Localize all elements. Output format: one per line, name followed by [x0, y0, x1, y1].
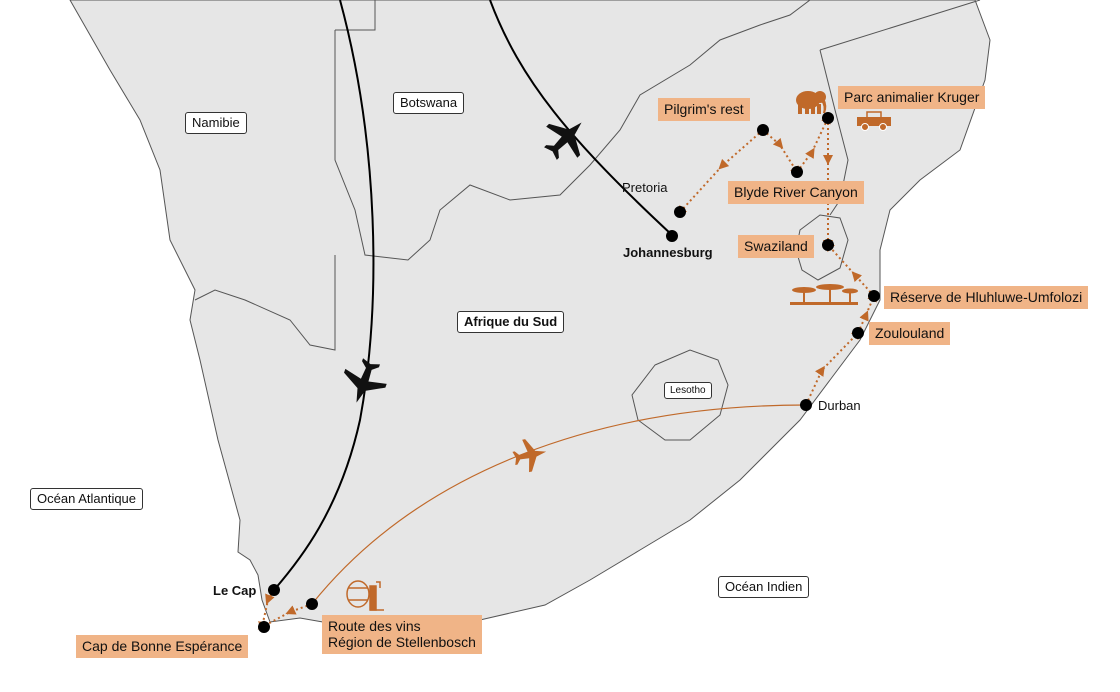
stop-label-hluhluwe: Réserve de Hluhluwe-Umfolozi — [884, 286, 1089, 309]
stop-label-zoulouland: Zoulouland — [869, 322, 951, 345]
airplane-icon — [344, 358, 387, 403]
wine-barrel-icon — [346, 580, 384, 611]
stop-label-route-des-vins-line1: Route des vins — [328, 618, 421, 634]
city-label-johannesburg: Johannesburg — [623, 245, 713, 260]
stop-label-blyde-river: Blyde River Canyon — [728, 181, 864, 204]
safari-jeep-icon — [857, 111, 891, 131]
country-label-lesotho: Lesotho — [664, 382, 712, 399]
airplane-icon — [512, 439, 547, 473]
stop-dots — [258, 112, 880, 633]
city-label-pretoria: Pretoria — [622, 180, 668, 195]
ocean-label-atlantic: Océan Atlantique — [30, 488, 144, 510]
city-label-le-cap: Le Cap — [213, 583, 257, 598]
country-label-south-africa: Afrique du Sud — [457, 311, 565, 333]
ocean-label-indian: Océan Indien — [718, 576, 810, 598]
stop-label-swaziland: Swaziland — [738, 235, 814, 258]
country-borders — [194, 0, 981, 351]
stop-label-route-des-vins-line2: Région de Stellenbosch — [328, 634, 476, 650]
airplane-icon — [544, 122, 582, 160]
elephant-icon — [796, 91, 827, 114]
country-label-botswana: Botswana — [393, 92, 465, 114]
stop-label-pilgrims-rest: Pilgrim's rest — [658, 98, 750, 121]
stop-label-kruger: Parc animalier Kruger — [838, 86, 986, 109]
stop-label-cap-bonne-esperance: Cap de Bonne Espérance — [76, 635, 249, 658]
road-routes — [257, 113, 877, 632]
savanna-trees-icon — [790, 284, 858, 305]
city-label-durban: Durban — [818, 398, 861, 413]
country-label-namibia: Namibie — [185, 112, 247, 134]
stop-label-route-des-vins: Route des vins Région de Stellenbosch — [322, 615, 482, 654]
